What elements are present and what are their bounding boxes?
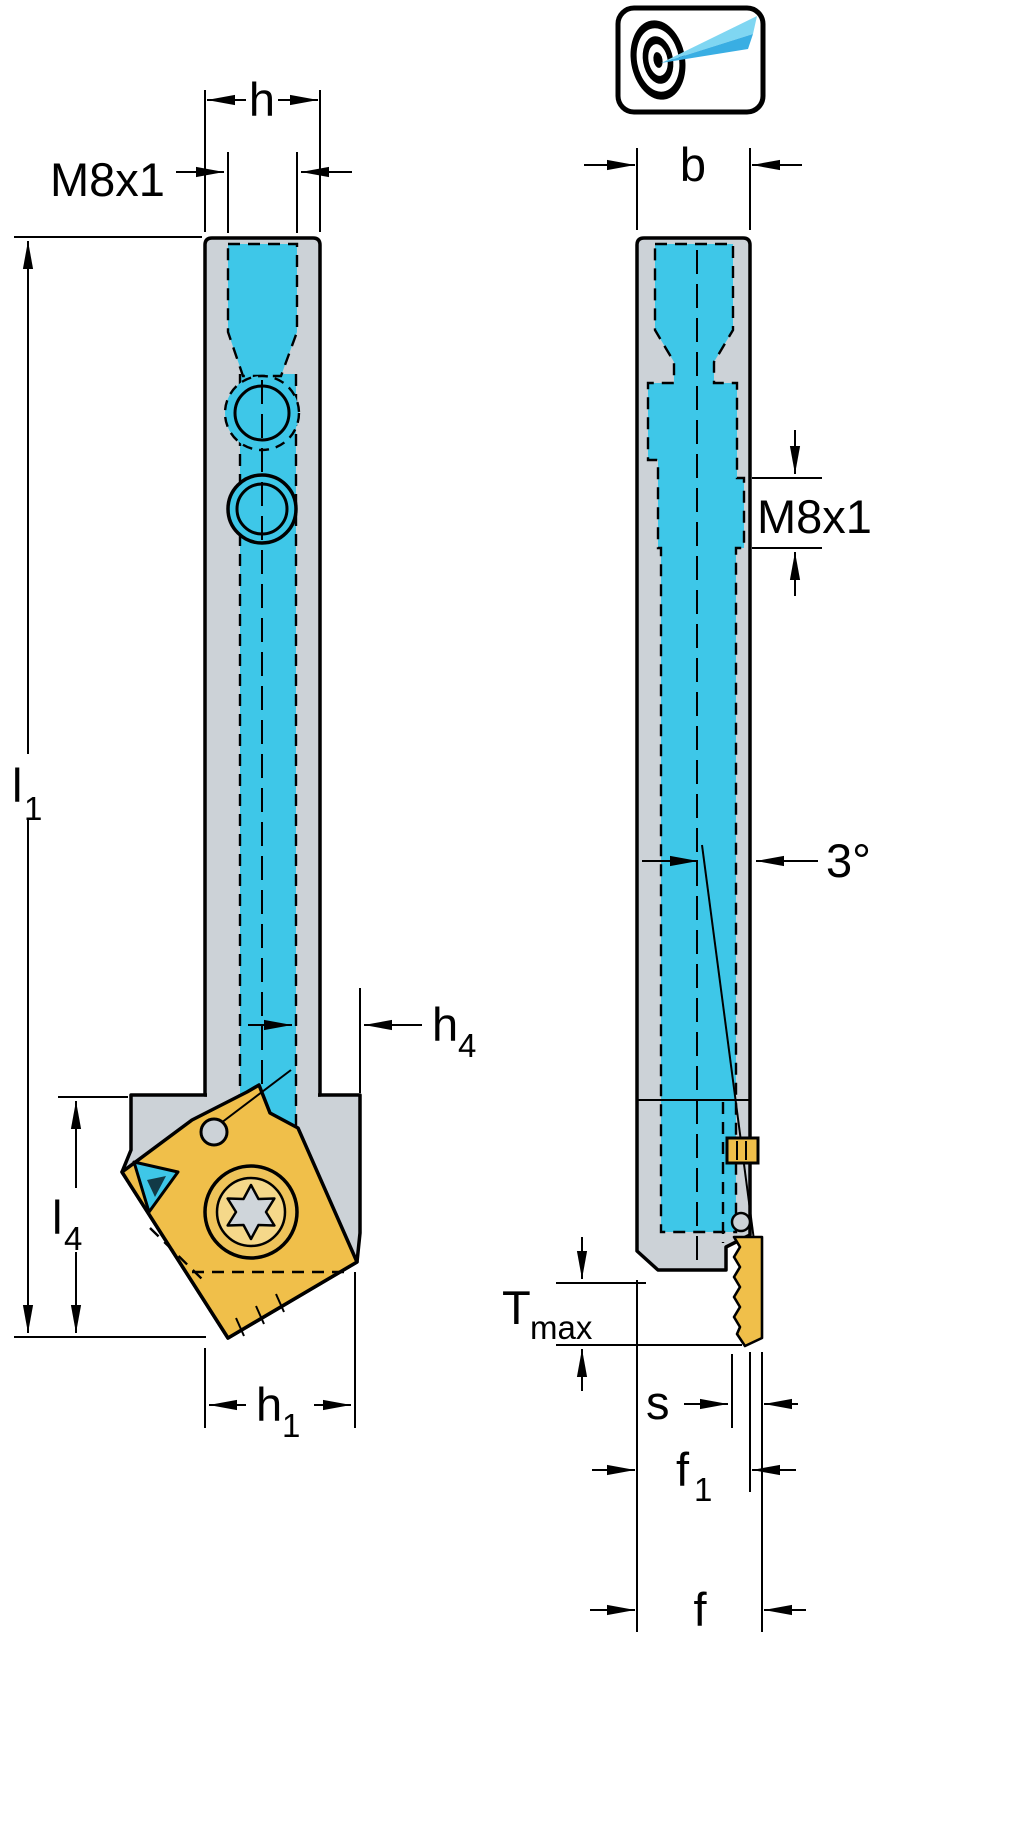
stop-pin-side: [730, 1211, 752, 1233]
dim-s-label: s: [646, 1376, 670, 1429]
dim-tmax: T max: [502, 1237, 742, 1391]
dim-f1: f 1: [592, 1280, 796, 1632]
dim-f1-sub: 1: [694, 1471, 712, 1508]
dim-b: b: [584, 138, 802, 230]
dim-m8x1-front-label: M8x1: [50, 153, 165, 206]
dim-l1: l 1: [4, 236, 206, 1338]
dim-s: s: [646, 1352, 798, 1632]
dim-l4-label: l: [52, 1191, 62, 1244]
dim-l4: l 4: [44, 1096, 128, 1333]
target-logo-icon: [615, 5, 766, 115]
dim-h1-label: h: [256, 1378, 282, 1431]
torx-recess-icon: [226, 1183, 276, 1241]
clamp-tip-side: [725, 1136, 760, 1165]
front-thread-bore: [226, 242, 299, 378]
logo-beam: [661, 34, 753, 63]
dim-tmax-sub: max: [530, 1309, 593, 1346]
dimension-annotations: h M8x1 l 1 l 4: [4, 73, 872, 1636]
serration-mark: [235, 1317, 245, 1337]
dim-h-label: h: [249, 73, 275, 126]
dim-angle-label: 3°: [826, 834, 871, 887]
dim-taper-angle: 3°: [642, 834, 871, 887]
serration-mark: [255, 1305, 265, 1325]
insert-side-profile: [732, 1235, 764, 1348]
dim-b-label: b: [680, 138, 706, 191]
dim-h1: h 1: [204, 1272, 356, 1444]
nozzle-orifice: [147, 1176, 166, 1197]
dim-tmax-label: T: [502, 1281, 531, 1334]
pocket-hidden-diagonal: [149, 1227, 205, 1282]
logo-beam-highlight: [661, 16, 757, 63]
dim-h4-sub: 4: [458, 1027, 476, 1064]
coolant-jet-line: [220, 1069, 292, 1124]
stop-pin: [199, 1117, 229, 1147]
dim-m8x1-front: M8x1: [50, 152, 352, 233]
dim-f: f: [590, 1583, 806, 1636]
dim-m8x1-side: M8x1: [752, 430, 872, 596]
taper-line: [701, 844, 758, 1264]
dim-l1-sub: 1: [24, 790, 42, 827]
dim-h4: h 4: [248, 988, 476, 1093]
dim-f1-label: f: [676, 1443, 690, 1496]
dim-h: h: [204, 73, 321, 232]
side-view: [635, 236, 764, 1348]
dim-l4-sub: 4: [64, 1220, 82, 1257]
serration-mark: [275, 1293, 285, 1313]
dim-h1-sub: 1: [282, 1407, 300, 1444]
dim-m8x1-side-label: M8x1: [757, 490, 872, 543]
front-view: [120, 236, 362, 1340]
dim-f-label: f: [693, 1583, 707, 1636]
dim-h4-label: h: [432, 998, 458, 1051]
dim-l1-label: l: [12, 759, 22, 812]
logo-target-rings: [630, 20, 686, 100]
